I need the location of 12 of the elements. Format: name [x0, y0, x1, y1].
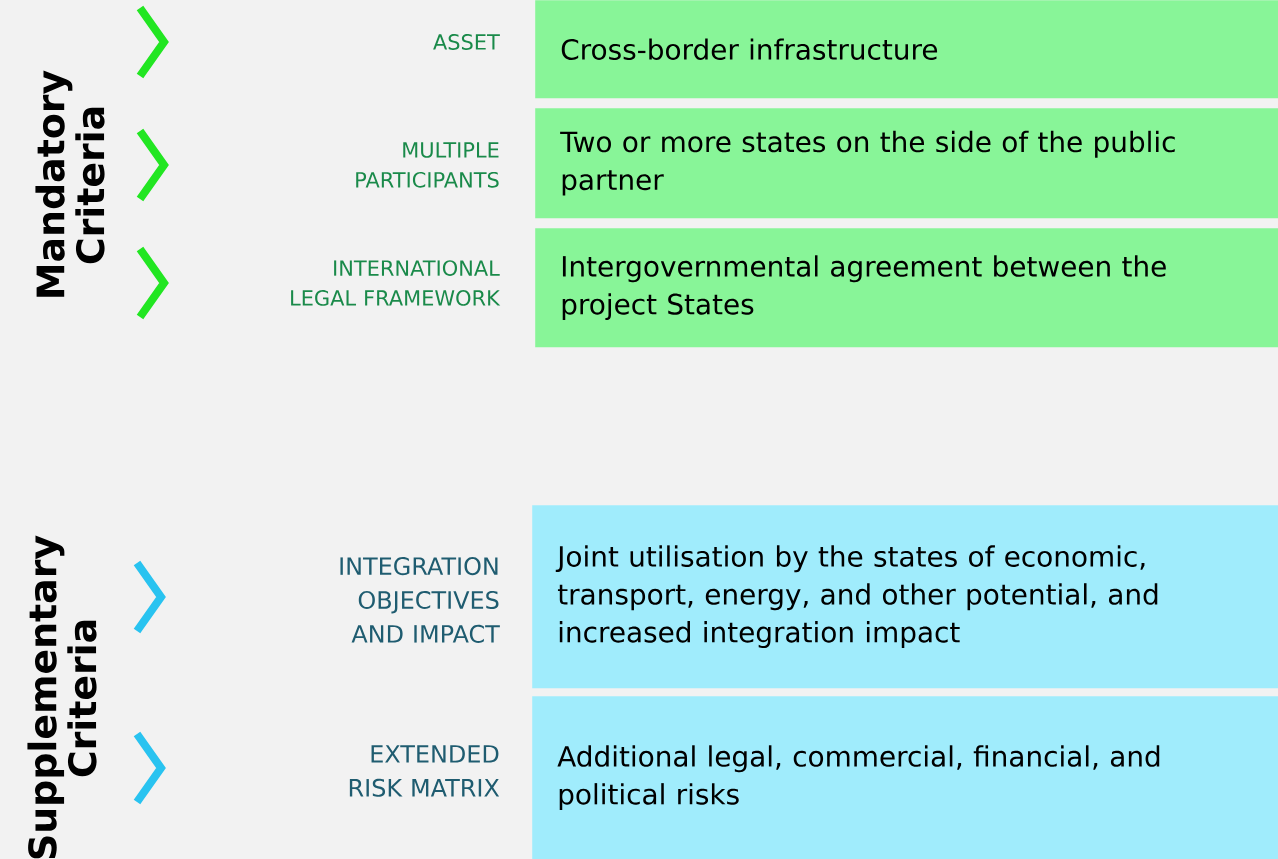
- criterion-box: Intergovernmental agreement between the project States: [535, 228, 1278, 348]
- criterion-label: INTERNATIONAL LEGAL FRAMEWORK: [291, 260, 501, 306]
- section-heading: Mandatory Criteria: [35, 70, 105, 297]
- criterion-label: MULTIPLE PARTICIPANTS: [356, 142, 499, 188]
- criterion-box: Additional legal, commercial, financial, and political risks: [532, 696, 1278, 859]
- criterion-label: INTEGRATION OBJECTIVES AND IMPACT: [340, 557, 500, 643]
- criterion-label: ASSET: [433, 34, 500, 50]
- criterion-label: EXTENDED RISK MATRIX: [349, 745, 500, 797]
- section-heading: Supplementary Criteria: [27, 535, 97, 859]
- criterion-box: Joint utilisation by the states of economic, transport, energy, and other potential, and increased integration impact: [532, 505, 1278, 689]
- criterion-box: Two or more states on the side of the public partner: [535, 108, 1278, 219]
- criterion-box: Cross-border infrastructure: [535, 0, 1278, 99]
